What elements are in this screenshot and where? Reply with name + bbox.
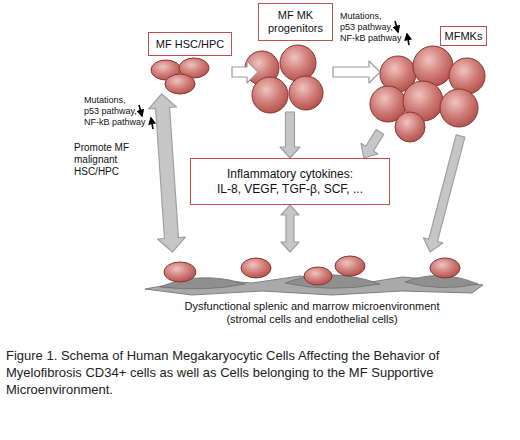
annotation-label: p53 pathway, [340,22,393,33]
block-arrow [232,61,258,83]
block-arrow [423,135,464,252]
cell-stage-box: MF HSC/HPC [148,32,232,94]
annotation-label: Mutations, [340,11,382,22]
block-arrow [280,112,300,158]
cell [430,258,460,278]
cytokine-box: Inflammatory cytokines:IL-8, VEGF, TGF-β… [190,158,390,205]
cell [289,76,323,110]
stromal-cell [285,275,380,289]
cell [280,45,316,81]
node-label: Dysfunctional splenic and marrow microen… [172,300,452,326]
up-arrow [407,34,409,45]
down-arrow [395,21,398,32]
node-label: MF MK progenitors [258,3,333,41]
cell [241,258,271,278]
cell-stage-box: MF MK progenitors [258,2,333,112]
cell [335,256,365,276]
hsc-cells [151,58,209,94]
node-label: IL-8, VEGF, TGF-β, SCF, ... [217,182,363,197]
annotation-label: p53 pathway, [84,106,137,117]
cell [304,267,332,285]
cell [164,262,196,282]
node-label: MFMKs [440,26,487,46]
cell [440,89,478,127]
down-arrow [139,105,142,116]
mfmk-cells [370,46,485,142]
stroma-illustration [145,256,483,295]
block-arrow [281,205,299,252]
cell [449,58,485,94]
cell [165,74,195,94]
cell [413,46,453,86]
node-label: Inflammatory cytokines: [227,167,353,182]
cell [395,112,425,142]
cell [252,77,288,113]
annotation-label: NF-kB pathway [84,117,146,128]
block-arrow [333,61,380,83]
mk-progenitor-cells [245,45,323,113]
figure-caption: Figure 1. Schema of Human Megakaryocytic… [6,347,514,398]
up-arrow [151,118,153,129]
annotation-label: NF-kB pathway [340,33,402,44]
block-arrow [149,94,186,252]
annotation-label: Mutations, [84,95,126,106]
edge-label: Promote MF malignant HSC/HPC [74,142,136,178]
node-label: MF HSC/HPC [148,32,232,56]
microenvironment-node: Dysfunctional splenic and marrow microen… [140,252,485,335]
block-arrow [361,130,384,158]
